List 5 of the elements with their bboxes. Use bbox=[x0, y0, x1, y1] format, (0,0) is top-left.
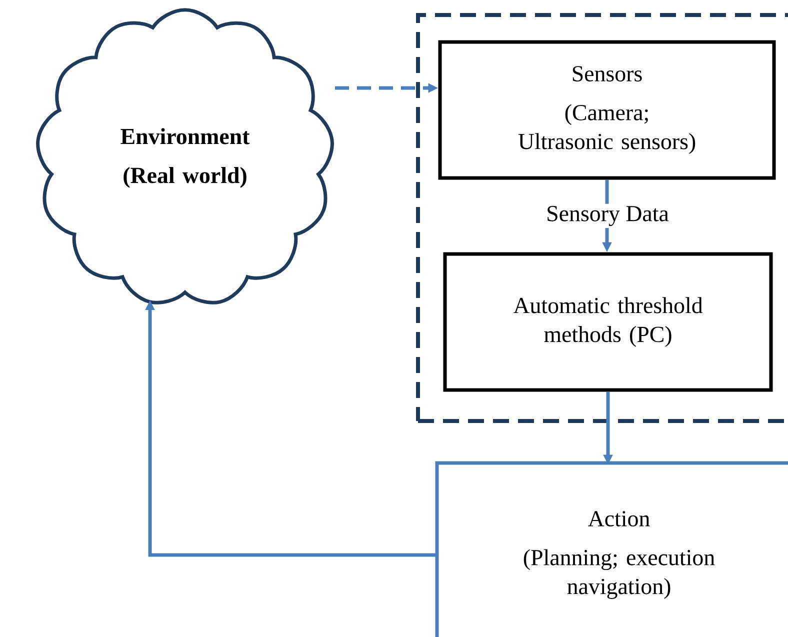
edge-label: Sensory Data bbox=[548, 206, 669, 226]
action-box: Action (Planning; execution navigation) bbox=[435, 461, 788, 637]
process-box: Sensors (Camera; Ultrasonic sensors) bbox=[438, 40, 776, 180]
dashed-boundary bbox=[416, 13, 788, 423]
process-box: Automatic threshold methods (PC) bbox=[443, 252, 773, 392]
